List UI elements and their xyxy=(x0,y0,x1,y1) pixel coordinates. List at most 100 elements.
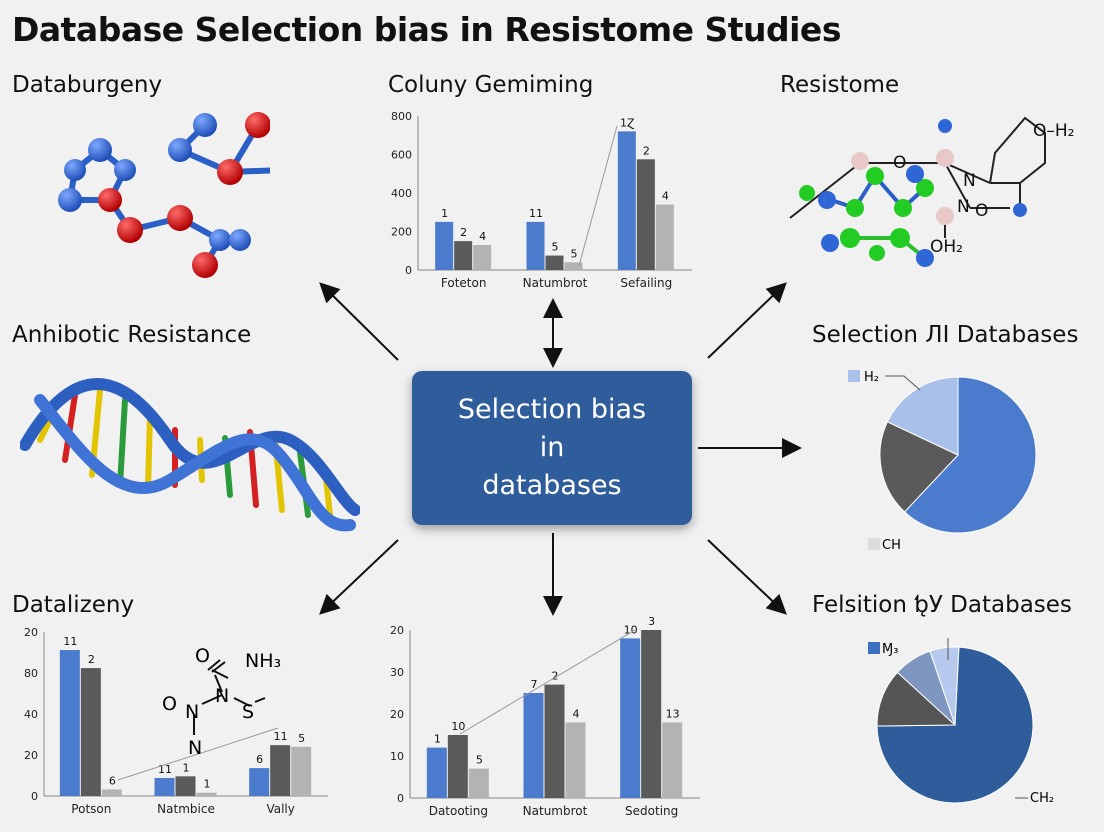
atom-n-left: N xyxy=(185,701,199,723)
y-tick-label: 0 xyxy=(397,792,404,805)
pie-slice xyxy=(879,421,959,513)
bar-data-label: 4 xyxy=(479,230,486,243)
bar-data-label: 10 xyxy=(451,720,465,733)
arrow-to-top-right xyxy=(707,282,787,359)
bar-data-label: 2 xyxy=(88,653,95,666)
y-tick-label: 20 xyxy=(24,626,38,639)
legend-label-h2: H₂ xyxy=(864,370,879,385)
bar xyxy=(636,159,655,270)
y-tick-label: 10 xyxy=(390,750,404,763)
bar xyxy=(468,768,489,798)
y-tick-label: 20 xyxy=(24,749,38,762)
legend-label-m3: Ɱ₃ xyxy=(882,642,898,657)
bar-data-label: 4 xyxy=(662,190,669,203)
bar-data-label: 1 xyxy=(204,778,211,791)
pie-slice xyxy=(929,646,960,726)
bar xyxy=(545,255,564,270)
y-tick-label: 0 xyxy=(31,790,38,803)
bar xyxy=(617,131,636,270)
molecule-bottom-left-icon: O NH₃ O N S N N xyxy=(162,645,281,759)
y-tick-label: 30 xyxy=(390,666,404,679)
bar-data-label: 7 xyxy=(531,678,538,691)
bar xyxy=(270,745,291,796)
molecule-skeletal-icon: O O–H₂ N N O OH₂ xyxy=(789,116,1074,267)
trend-line xyxy=(459,629,636,735)
bar xyxy=(454,241,473,270)
bar xyxy=(447,735,468,798)
bar-data-label: 1 xyxy=(183,761,190,774)
trend-line xyxy=(117,727,279,781)
bar xyxy=(59,650,80,796)
central-hub-box[interactable]: Selection bias in databases xyxy=(412,371,692,525)
category-label: Natmbice xyxy=(157,802,215,816)
category-label: Potson xyxy=(71,802,111,816)
category-label: Foteton xyxy=(441,276,487,290)
pie-chart-mid-right: H₂ CH xyxy=(848,370,1037,553)
bar-data-label: 2 xyxy=(460,226,467,239)
legend-swatch-h2 xyxy=(848,370,860,382)
legend-swatch-ch xyxy=(868,538,880,550)
bar-data-label: 1Ɀ xyxy=(620,116,635,129)
pie-chart-bottom-right: Ɱ₃ CH₂ xyxy=(868,638,1054,806)
arrow-to-bottom-right xyxy=(707,539,787,615)
label-anhibotic-resistance: Anhibotic Resistance xyxy=(12,322,252,348)
bar xyxy=(544,684,565,798)
legend-label-ch: CH xyxy=(882,538,901,553)
label-coluny-gemiming: Coluny Gemiming xyxy=(388,72,594,98)
bar-data-label: 13 xyxy=(666,707,680,720)
bar xyxy=(523,693,544,798)
bar-data-label: 1 xyxy=(441,207,448,220)
y-tick-label: 0 xyxy=(405,264,412,277)
label-resistome: Resistome xyxy=(780,72,900,98)
bar-data-label: 2 xyxy=(643,144,650,157)
bar xyxy=(154,777,175,796)
category-label: Natumbrot xyxy=(523,276,588,290)
label-selection-databases: Selection ЛІ Databases xyxy=(812,322,1079,348)
hub-line-3: databases xyxy=(482,470,622,501)
atom-label-o1: O xyxy=(893,153,906,173)
bar-data-label: 11 xyxy=(63,635,77,648)
atom-n-low: N xyxy=(188,737,202,759)
y-tick-label: 400 xyxy=(391,187,412,200)
atom-o-left: O xyxy=(162,693,177,715)
bar xyxy=(426,747,447,798)
atom-label-n2: N xyxy=(957,197,970,217)
arrow-to-bottom-left xyxy=(319,539,399,615)
bar-data-label: 2 xyxy=(552,670,559,683)
category-label: Vally xyxy=(266,802,294,816)
hub-line-2: in xyxy=(539,432,565,463)
atom-s: S xyxy=(242,701,254,723)
bar xyxy=(249,768,270,796)
category-label: Sedoting xyxy=(625,804,678,818)
bar-data-label: 3 xyxy=(648,616,655,628)
bar xyxy=(655,204,674,270)
bar-data-label: 1 xyxy=(434,733,441,746)
label-datalizeny: Datalizeny xyxy=(12,592,135,618)
arrow-to-top-left xyxy=(319,282,399,361)
y-tick-label: 20 xyxy=(390,708,404,721)
bar xyxy=(101,789,122,796)
category-label: Sefailing xyxy=(620,276,672,290)
atom-label-oh2b: OH₂ xyxy=(930,237,963,257)
bar xyxy=(564,262,583,270)
y-tick-label: 20 xyxy=(390,624,404,637)
bar xyxy=(662,722,683,798)
y-tick-label: 600 xyxy=(391,149,412,162)
atom-label-oh2: O–H₂ xyxy=(1033,121,1074,141)
bar-data-label: 6 xyxy=(256,753,263,766)
bar xyxy=(291,746,312,796)
bar-data-label: 6 xyxy=(109,774,116,787)
bar-data-label: 11 xyxy=(274,730,288,743)
bar-data-label: 10 xyxy=(624,623,638,636)
label-databurgeny: Databurgeny xyxy=(12,72,163,98)
trend-line xyxy=(578,125,618,267)
category-label: Natumbrot xyxy=(523,804,588,818)
y-tick-label: 40 xyxy=(24,708,38,721)
bar-data-label: 11 xyxy=(529,207,543,220)
legend-swatch-m3 xyxy=(868,642,880,654)
bar xyxy=(620,638,641,798)
